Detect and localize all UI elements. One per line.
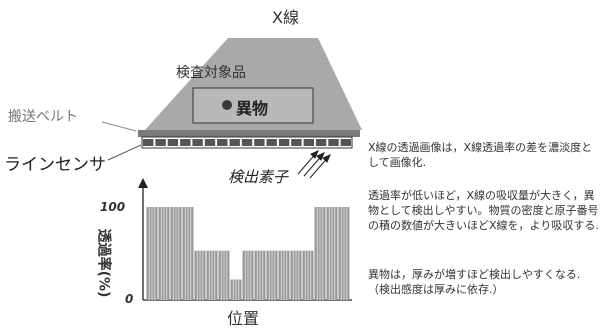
conveyor-belt xyxy=(138,130,360,137)
bar xyxy=(206,250,218,300)
sensor-element xyxy=(167,139,179,146)
bar xyxy=(266,250,278,300)
y-tick-100: 100 xyxy=(100,200,126,214)
sensor-element xyxy=(229,139,240,146)
y-axis-label: 透過率(%) xyxy=(95,228,112,298)
bar xyxy=(326,207,338,300)
object-box xyxy=(192,87,314,124)
bar xyxy=(218,250,230,300)
sensor-element xyxy=(315,139,327,146)
sensor-element xyxy=(204,139,216,146)
bar xyxy=(314,207,326,300)
sensor-element xyxy=(278,139,290,146)
bar xyxy=(170,207,182,300)
sensor-element xyxy=(303,139,314,146)
y-tick-0: 0 xyxy=(125,292,134,306)
bar xyxy=(278,250,290,300)
sensor-element xyxy=(180,139,191,146)
sensor-element xyxy=(254,139,265,146)
sensor-element xyxy=(328,139,339,146)
sensor-element xyxy=(143,139,154,146)
sensor-element xyxy=(266,139,277,146)
element-label: 検出素子 xyxy=(228,168,289,186)
foreign-dot xyxy=(222,100,232,110)
bar xyxy=(254,250,266,300)
bar xyxy=(242,250,254,300)
sensor-element xyxy=(155,139,166,146)
bar xyxy=(158,207,170,300)
sensor-element xyxy=(241,139,253,146)
explanation-1: X線の透過画像は，X線透過率の差を濃淡度として画像化. xyxy=(368,141,593,169)
bar xyxy=(230,279,242,300)
sensor-elements xyxy=(143,139,351,146)
xray-label: X線 xyxy=(272,8,299,27)
sensor-element xyxy=(217,139,228,146)
explanation-2: 透過率が低いほど，X線の吸収量が大きく，異物として検出しやすい。物質の密度と原子… xyxy=(368,189,599,232)
sensor-leader-line xyxy=(107,144,142,161)
bar xyxy=(290,250,302,300)
bar xyxy=(146,207,158,300)
x-axis-label: 位置 xyxy=(227,309,260,328)
bar-series xyxy=(146,207,350,300)
belt-leader-line xyxy=(101,121,137,132)
y-axis-arrow xyxy=(138,178,148,188)
belt-label: 搬送ベルト xyxy=(8,109,78,125)
bar xyxy=(338,207,350,300)
sensor-label: ラインセンサ xyxy=(4,155,106,175)
object-label: 検査対象品 xyxy=(176,65,246,81)
sensor-element xyxy=(340,139,351,146)
foreign-label: 異物 xyxy=(236,99,269,118)
element-arrows xyxy=(297,150,331,179)
explanation-3: 異物は，厚みが増すほど検出しやすくなる.（検出感度は厚みに依存.） xyxy=(368,268,581,296)
sensor-element xyxy=(291,139,302,146)
bar xyxy=(194,250,206,300)
bar xyxy=(182,207,194,300)
sensor-element xyxy=(192,139,203,146)
bar xyxy=(302,250,314,300)
